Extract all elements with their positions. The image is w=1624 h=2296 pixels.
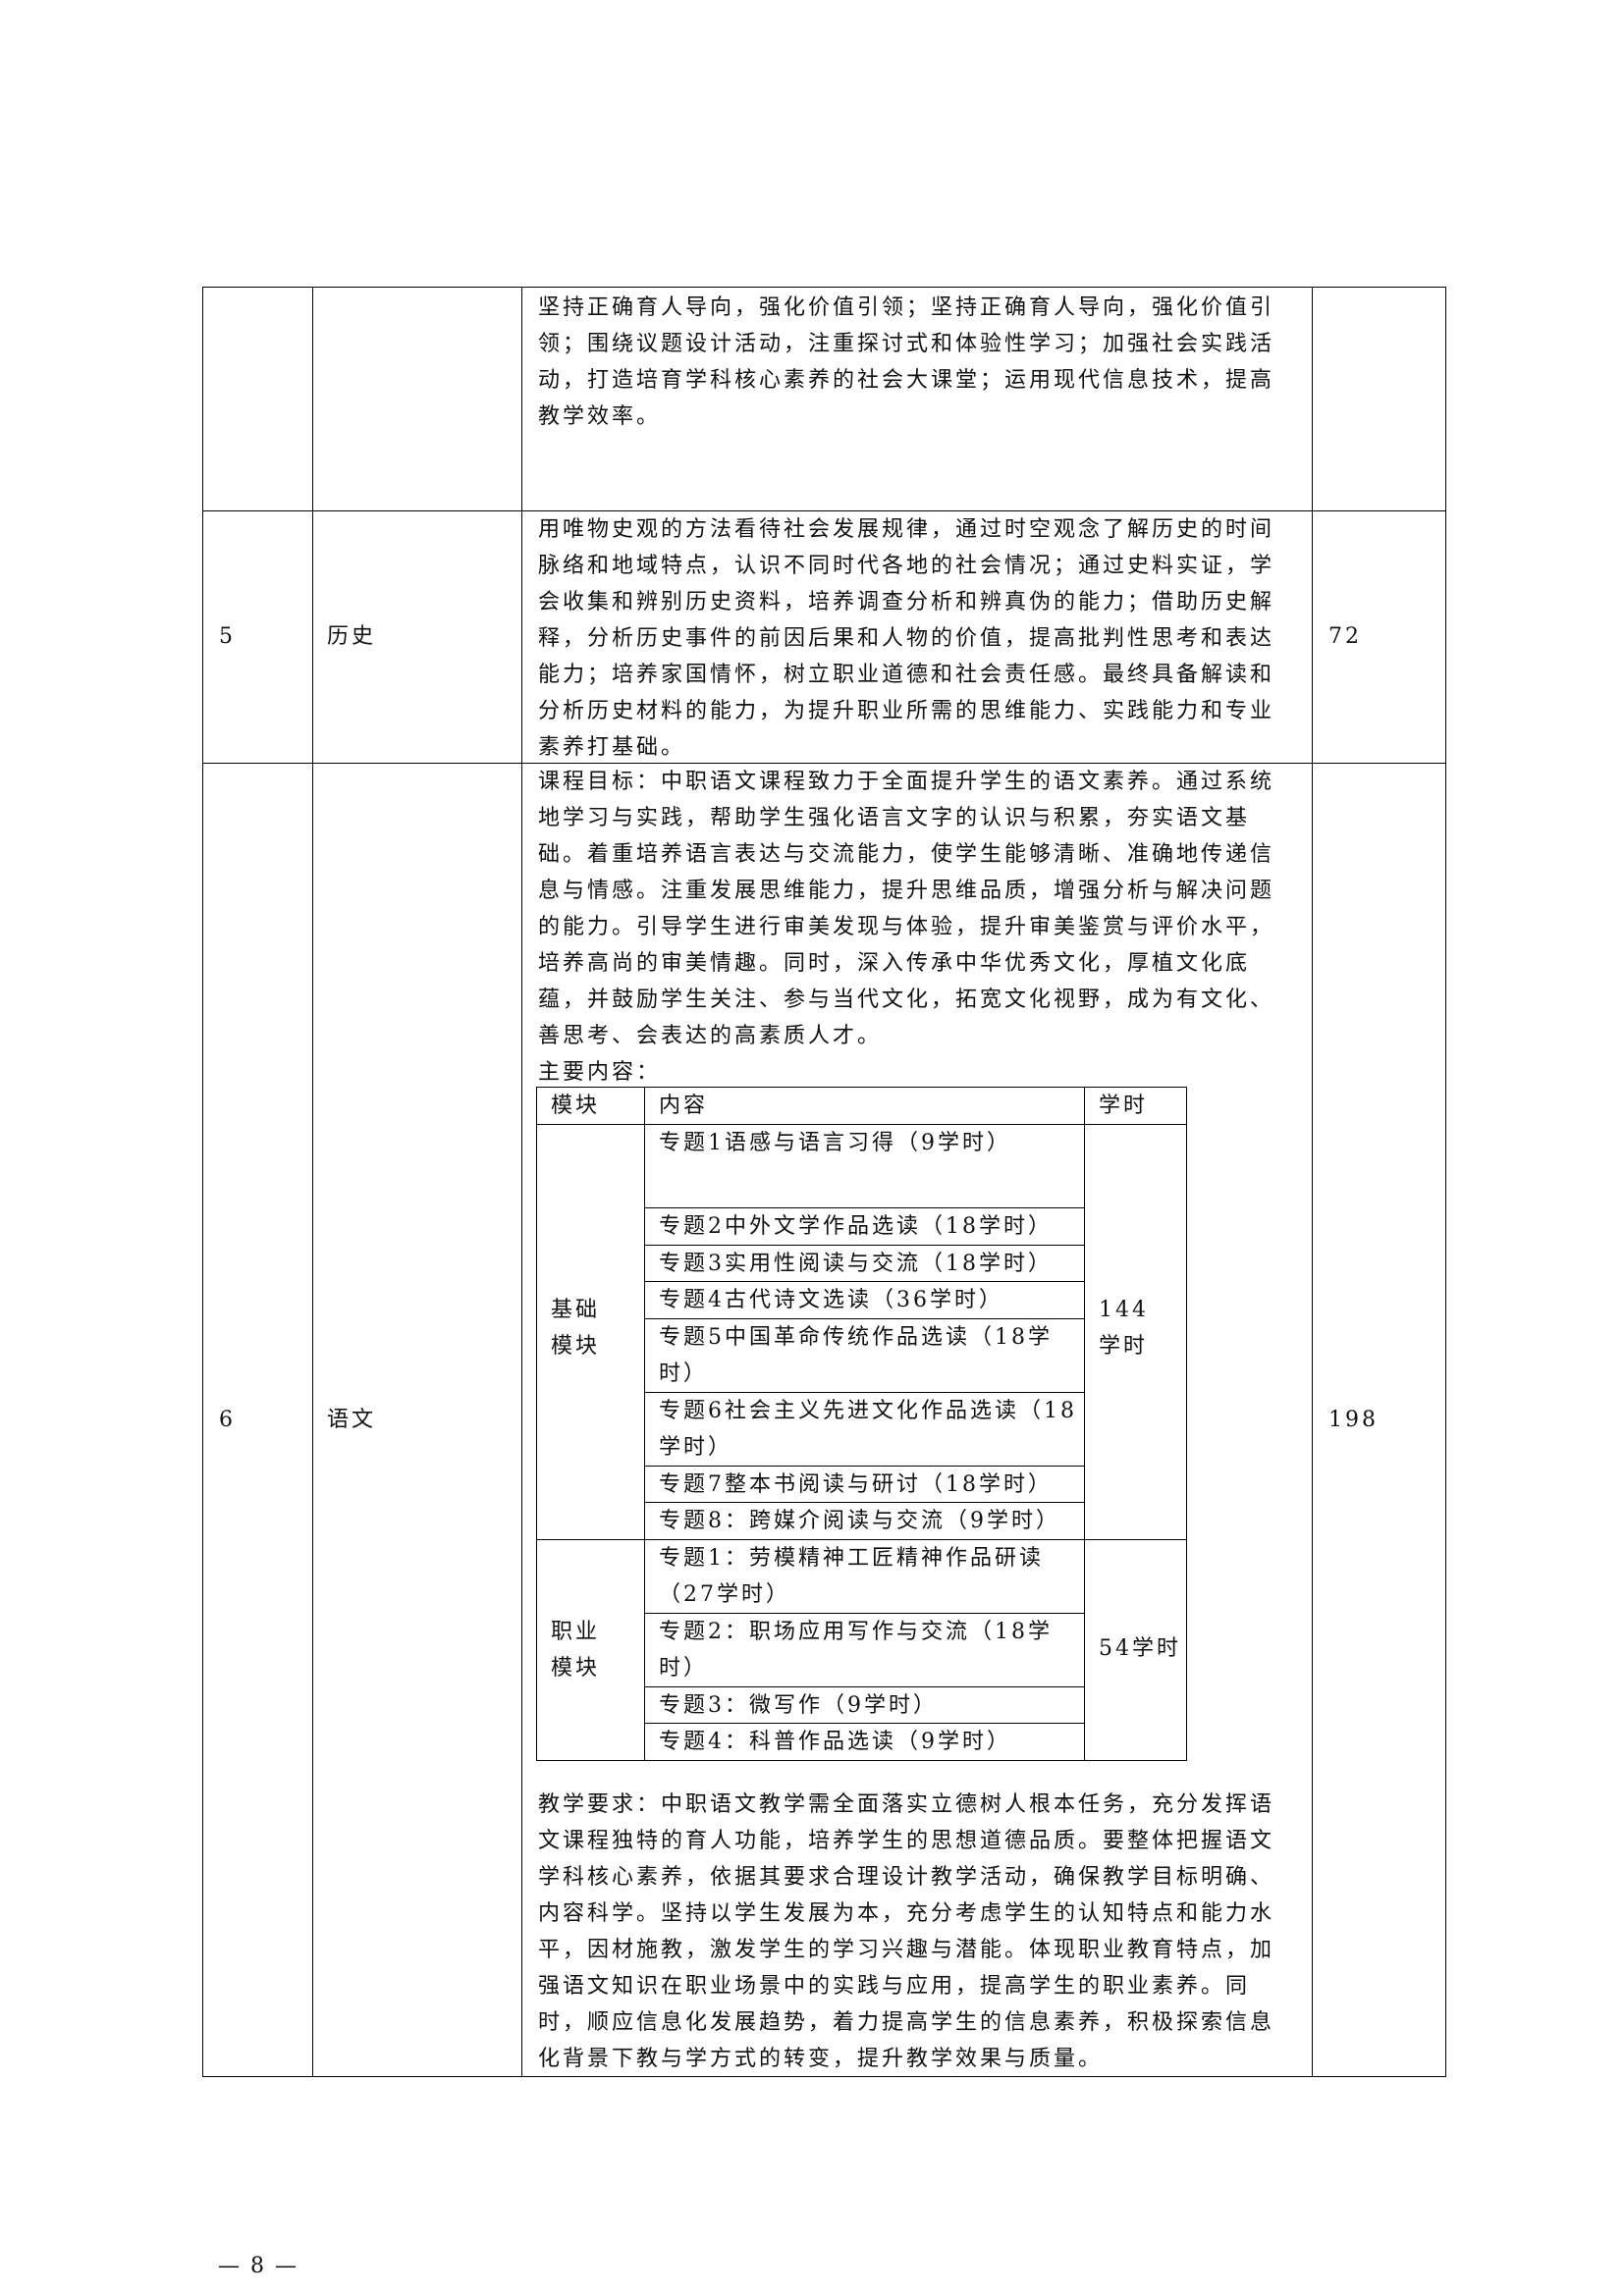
topic-text: 专题2：职场应用写作与交流（18学 [659,1620,1053,1644]
module-name-line: 模块 [551,1334,601,1359]
module-name-line: 基础 [551,1298,601,1322]
module-name-line: 职业 [551,1620,601,1644]
text-line: 能力；培养家国情怀，树立职业道德和社会责任感。最终具备解读和 [538,663,1275,687]
topic-row: 专题2：职场应用写作与交流（18学时） [644,1613,1085,1687]
module-basic: 基础 模块 [536,1124,645,1540]
module-vocational-hours: 54学时 [1084,1539,1187,1761]
row-index: 6 [219,1408,236,1432]
text-line: 强语文知识在职业场景中的实践与应用，提高学生的职业素养。同 [538,1974,1251,1999]
hours-line: 54学时 [1099,1636,1181,1661]
hours-line: 学时 [1099,1334,1149,1359]
course-hours: 198 [1328,1408,1379,1432]
topic-text: 专题1语感与语言习得（9学时） [659,1131,1011,1155]
text-line: 坚持正确育人导向，强化价值引领；坚持正确育人导向，强化价值引 [538,295,1275,320]
text-line: 地学习与实践，帮助学生强化语言文字的认识与积累，夯实语文基 [538,806,1251,830]
topic-row: 专题4：科普作品选读（9学时） [644,1723,1085,1761]
row-description: 用唯物史观的方法看待社会发展规律，通过时空观念了解历史的时间 脉络和地域特点，认… [538,511,1274,766]
topic-text: 专题4古代诗文选读（36学时） [659,1288,1003,1312]
index-cell [202,287,313,511]
text-line: 动，打造培育学科核心素养的社会大课堂；运用现代信息技术，提高 [538,368,1275,393]
text-line: 内容科学。坚持以学生发展为本，充分考虑学生的认知特点和能力水 [538,1901,1275,1926]
topic-text: 专题3：微写作（9学时） [659,1693,938,1718]
row-index: 5 [219,624,236,649]
topic-row: 专题6社会主义先进文化作品选读（18 学时） [644,1392,1085,1467]
topic-text: 时） [659,1656,709,1681]
index-cell: 5 [202,510,313,764]
topic-text: （27学时） [659,1582,790,1607]
page-number: — 8 — [218,2254,298,2278]
text-line: 课程目标：中职语文课程致力于全面提升学生的语文素养。通过系统 [538,770,1275,794]
description-cell: 课程目标：中职语文课程致力于全面提升学生的语文素养。通过系统 地学习与实践，帮助… [521,763,1313,2077]
topic-text: 学时） [659,1435,733,1460]
course-name: 语文 [327,1408,377,1432]
index-cell: 6 [202,763,313,2077]
description-cell: 坚持正确育人导向，强化价值引领；坚持正确育人导向，强化价值引 领；围绕议题设计活… [521,287,1313,511]
header-content: 内容 [644,1087,1085,1125]
course-hours: 72 [1328,624,1362,649]
text-line: 文课程独特的育人功能，培养学生的思想道德品质。要整体把握语文 [538,1829,1275,1853]
topic-text: 专题6社会主义先进文化作品选读（18 [659,1399,1077,1423]
text-line: 教学效率。 [538,404,662,429]
header-hours: 学时 [1084,1087,1187,1125]
text-line: 蕴，并鼓励学生关注、参与当代文化，拓宽文化视野，成为有文化、 [538,988,1275,1012]
topic-text: 专题8：跨媒介阅读与交流（9学时） [659,1509,1060,1533]
text-line: 用唯物史观的方法看待社会发展规律，通过时空观念了解历史的时间 [538,517,1275,542]
teaching-requirements: 教学要求：中职语文教学需全面落实立德树人根本任务，充分发挥语 文课程独特的育人功… [538,1787,1274,2077]
topic-row: 专题3：微写作（9学时） [644,1686,1085,1724]
topic-text: 专题7整本书阅读与研讨（18学时） [659,1472,1053,1497]
text-line: 领；围绕议题设计活动，注重探讨式和体验性学习；加强社会实践活 [538,332,1275,356]
topic-row: 专题5中国革命传统作品选读（18学时） [644,1318,1085,1393]
module-basic-hours: 144 学时 [1084,1124,1187,1540]
topic-row: 专题4古代诗文选读（36学时） [644,1281,1085,1319]
text-line: 平，因材施教，激发学生的学习兴趣与潜能。体现职业教育特点，加 [538,1938,1275,1962]
topic-row: 专题2中外文学作品选读（18学时） [644,1207,1085,1246]
course-cell: 历史 [312,510,522,764]
course-cell [312,287,522,511]
topic-text: 专题3实用性阅读与交流（18学时） [659,1252,1053,1276]
row-description: 坚持正确育人导向，强化价值引领；坚持正确育人导向，强化价值引 领；围绕议题设计活… [538,290,1274,435]
content-label: 主要内容： [538,1060,662,1085]
text-line: 素养打基础。 [538,735,686,760]
hours-cell [1312,287,1446,511]
topic-text: 专题4：科普作品选读（9学时） [659,1730,1011,1754]
topic-text: 专题1：劳模精神工匠精神作品研读 [659,1546,1044,1571]
course-goal: 课程目标：中职语文课程致力于全面提升学生的语文素养。通过系统 地学习与实践，帮助… [538,764,1274,1091]
text-line: 化背景下教与学方式的转变，提升教学效果与质量。 [538,2047,1104,2071]
module-vocational: 职业 模块 [536,1539,645,1761]
topic-text: 专题5中国革命传统作品选读（18学 [659,1325,1053,1350]
text-line: 培养高尚的审美情趣。同时，深入传承中华优秀文化，厚植文化底 [538,951,1251,976]
text-line: 的能力。引导学生进行审美发现与体验，提升审美鉴赏与评价水平， [538,915,1275,939]
topic-row: 专题1语感与语言习得（9学时） [644,1124,1085,1208]
topic-row: 专题7整本书阅读与研讨（18学时） [644,1466,1085,1503]
topic-text: 时） [659,1362,709,1386]
text-line: 学科核心素养，依据其要求合理设计教学活动，确保教学目标明确、 [538,1865,1275,1890]
course-name: 历史 [327,624,377,649]
text-line: 释，分析历史事件的前因后果和人物的价值，提高批判性思考和表达 [538,626,1275,651]
text-line: 息与情感。注重发展思维能力，提升思维品质，增强分析与解决问题 [538,879,1275,903]
text-line: 善思考、会表达的高素质人才。 [538,1024,883,1048]
hours-cell: 198 [1312,763,1446,2077]
text-line: 脉络和地域特点，认识不同时代各地的社会情况；通过史料实证，学 [538,554,1275,578]
topic-row: 专题1：劳模精神工匠精神作品研读 （27学时） [644,1539,1085,1614]
topic-row: 专题8：跨媒介阅读与交流（9学时） [644,1502,1085,1540]
text-line: 教学要求：中职语文教学需全面落实立德树人根本任务，充分发挥语 [538,1792,1275,1817]
text-line: 分析历史材料的能力，为提升职业所需的思维能力、实践能力和专业 [538,699,1275,723]
topic-text: 专题2中外文学作品选读（18学时） [659,1214,1053,1239]
module-name-line: 模块 [551,1656,601,1681]
hours-cell: 72 [1312,510,1446,764]
topic-row: 专题3实用性阅读与交流（18学时） [644,1245,1085,1282]
text-line: 础。着重培养语言表达与交流能力，使学生能够清晰、准确地传递信 [538,842,1275,867]
hours-line: 144 [1099,1298,1149,1322]
text-line: 时，顺应信息化发展趋势，着力提高学生的信息素养，积极探索信息 [538,2010,1275,2035]
course-cell: 语文 [312,763,522,2077]
header-module: 模块 [536,1087,645,1125]
text-line: 会收集和辨别历史资料，培养调查分析和辨真伪的能力；借助历史解 [538,590,1275,614]
description-cell: 用唯物史观的方法看待社会发展规律，通过时空观念了解历史的时间 脉络和地域特点，认… [521,510,1313,764]
